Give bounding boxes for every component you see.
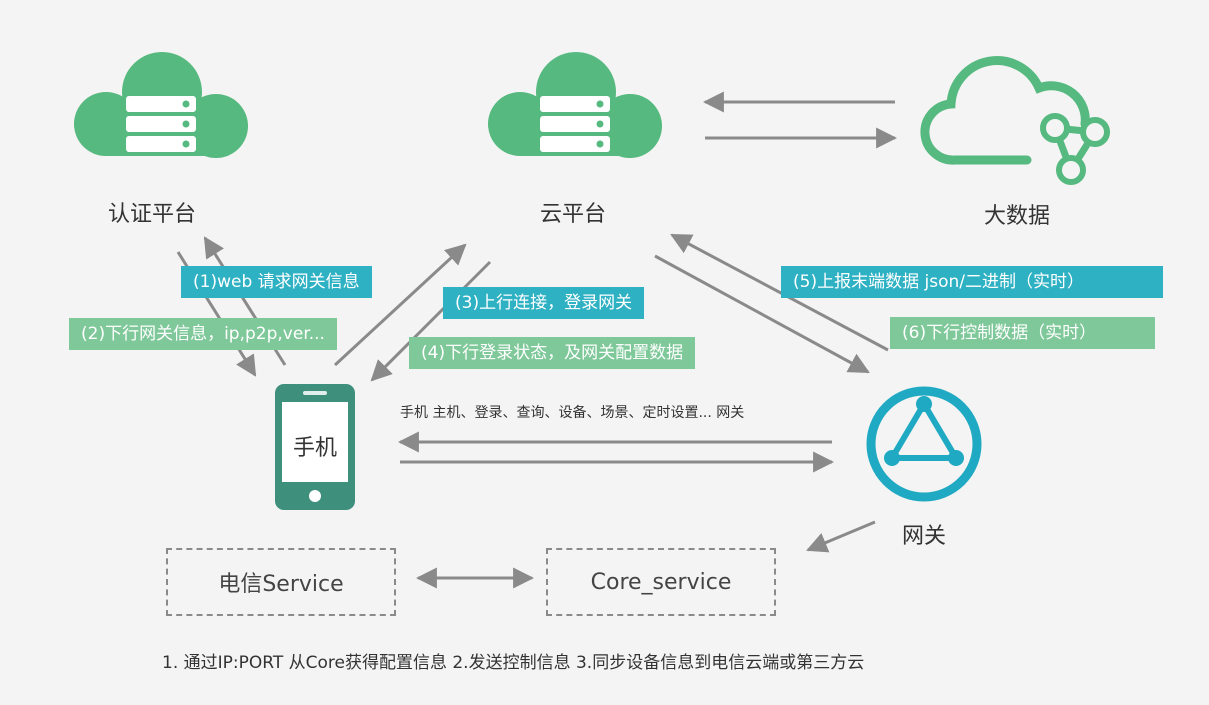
core-service-box: Core_service [546, 548, 776, 616]
telecom-service-label: 电信Service [218, 572, 344, 597]
tag-step-3: (3)上行连接，登录网关 [443, 287, 645, 319]
gateway-network-icon [866, 386, 982, 502]
tag-step-4: (4)下行登录状态，及网关配置数据 [409, 337, 696, 369]
tag-step-6: (6)下行控制数据（实时） [890, 317, 1155, 349]
arrow-gateway-to-cloud [670, 233, 889, 352]
bigdata-label: 大数据 [984, 204, 1051, 229]
phone-icon [275, 384, 355, 510]
core-service-label: Core_service [590, 569, 732, 595]
tag-step-5: (5)上报末端数据 json/二进制（实时） [781, 266, 1163, 298]
arrow-cloud-to-phone [370, 260, 492, 382]
telecom-service-box: 电信Service [166, 548, 396, 616]
arrow-cloud-to-gateway [654, 254, 870, 374]
phone-label: 手机 [292, 436, 337, 461]
bigdata-cloud-network-icon [920, 56, 1110, 185]
cloud-platform-server-icon [488, 52, 662, 158]
cloud-platform-label: 云平台 [540, 202, 607, 227]
gateway-label: 网关 [902, 524, 947, 549]
footer-notes: 1. 通过IP:PORT 从Core获得配置信息 2.发送控制信息 3.同步设备… [162, 653, 865, 673]
phone-gateway-operations-text: 手机 主机、登录、查询、设备、场景、定时设置... 网关 [400, 405, 745, 421]
arrow-phone-to-cloud [333, 243, 467, 367]
auth-platform-label: 认证平台 [108, 202, 197, 227]
tag-step-1: (1)web 请求网关信息 [181, 266, 372, 298]
auth-cloud-server-icon [74, 52, 248, 158]
arrow-gateway-to-core [806, 520, 876, 553]
tag-step-2: (2)下行网关信息，ip,p2p,ver... [69, 318, 337, 350]
